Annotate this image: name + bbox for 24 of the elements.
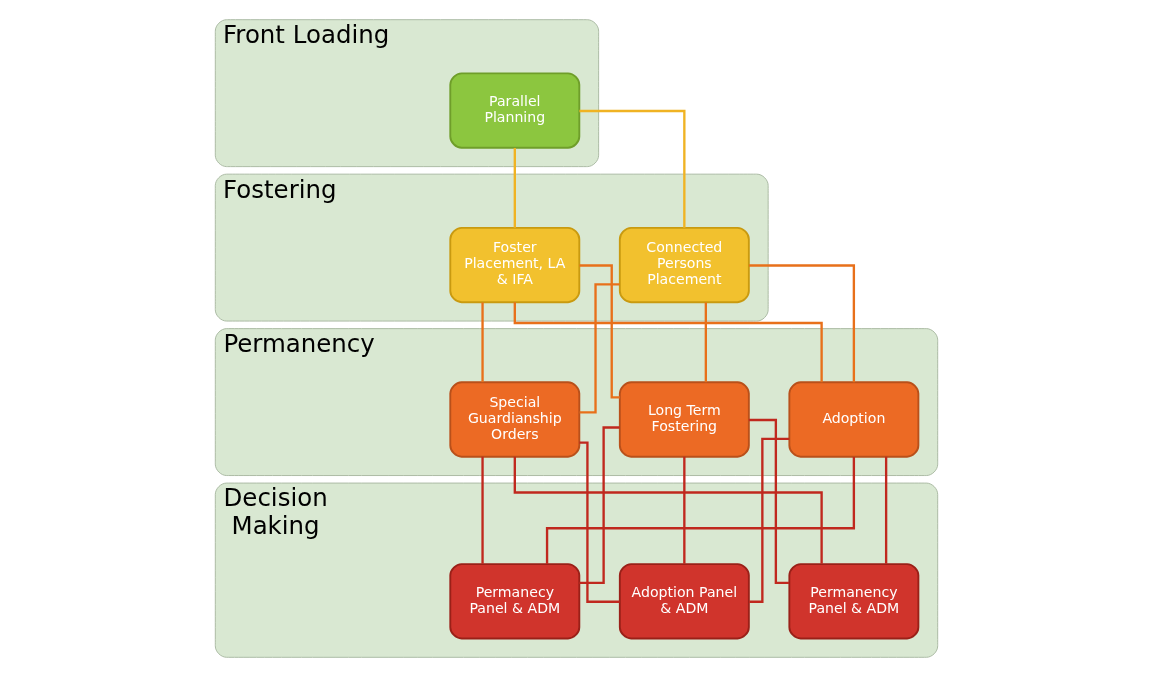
node-box: Long Term Fostering xyxy=(618,381,750,458)
connector xyxy=(579,264,620,399)
connector xyxy=(748,418,790,585)
connector xyxy=(884,456,888,564)
connector xyxy=(481,302,484,383)
node-box: Adoption Panel & ADM xyxy=(618,563,750,640)
node-box: Permanecy Panel & ADM xyxy=(449,563,581,640)
connector xyxy=(579,441,620,603)
connector xyxy=(513,302,823,383)
node-box: Foster Placement, LA & IFA xyxy=(449,226,581,304)
connector xyxy=(683,456,686,564)
connector xyxy=(749,437,790,603)
node-box: Permanency Panel & ADM xyxy=(788,563,920,640)
connector xyxy=(513,147,516,228)
node-box: Special Guardianship Orders xyxy=(449,381,581,458)
connector xyxy=(579,109,686,228)
node-box: Adoption xyxy=(788,381,920,458)
connector xyxy=(545,456,856,564)
node-box: Connected Persons Placement xyxy=(618,226,750,304)
connector xyxy=(513,456,823,564)
node-box: Parallel Planning xyxy=(449,72,581,149)
connector xyxy=(704,302,707,383)
connector xyxy=(481,456,484,564)
connector xyxy=(748,264,856,383)
